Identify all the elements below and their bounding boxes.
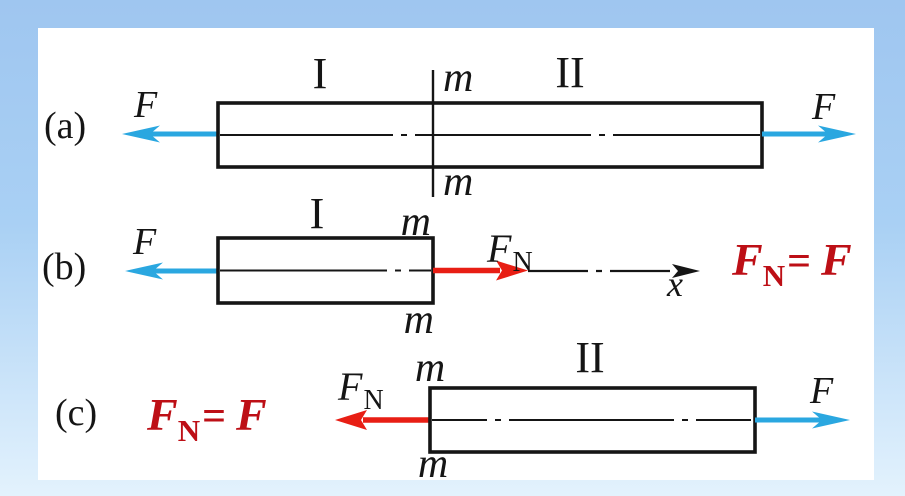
- eq-rhs: F: [235, 389, 267, 440]
- normal-force-label-b: FN: [486, 226, 533, 278]
- segment-II-label-c: II: [575, 333, 604, 382]
- row-b: (b) F I m m FN x FN=F: [42, 189, 852, 343]
- applied-force-arrow-right-c: [755, 411, 850, 429]
- row-a: (a) F I II m m F: [44, 48, 856, 205]
- axis-arrow-head: [672, 264, 700, 278]
- arrow-head: [496, 260, 528, 281]
- x-axis-b: [528, 264, 700, 278]
- equation-b: FN=F: [731, 234, 852, 293]
- fn-sub: N: [363, 385, 383, 416]
- row-b-label: (b): [42, 246, 86, 288]
- segment-I-label-a: I: [313, 49, 328, 98]
- fn-base: F: [486, 226, 512, 271]
- arrow-head: [335, 410, 367, 430]
- section-mark-top-a: m: [443, 55, 473, 101]
- arrow-head: [812, 411, 850, 429]
- section-mark-bottom-c: m: [418, 441, 448, 487]
- x-axis-label: x: [666, 264, 683, 304]
- eq-lhs-sub: N: [178, 413, 200, 448]
- force-label-left-a: F: [133, 84, 158, 126]
- eq-lhs: F: [146, 389, 178, 440]
- eq-lhs-sub: N: [763, 258, 785, 293]
- equation-c: FN=F: [146, 389, 267, 448]
- eq-rel: =: [787, 239, 811, 285]
- section-mark-bottom-b: m: [404, 297, 434, 343]
- applied-force-arrow-right-a: [762, 125, 856, 143]
- row-a-label: (a): [44, 105, 86, 147]
- segment-I-label-b: I: [310, 189, 325, 238]
- fn-base: F: [337, 364, 363, 409]
- force-label-right-c: F: [809, 370, 834, 412]
- normal-force-arrow-b: [433, 260, 528, 281]
- section-mark-top-b: m: [401, 199, 431, 245]
- row-c: (c) FN=F FN II m m F: [55, 333, 850, 487]
- force-label-left-b: F: [132, 221, 157, 263]
- applied-force-arrow-left-b: [125, 262, 218, 280]
- arrow-head: [125, 262, 163, 280]
- row-c-label: (c): [55, 392, 97, 434]
- arrow-head: [818, 125, 856, 143]
- segment-II-label-a: II: [555, 48, 584, 97]
- arrow-head: [122, 125, 160, 143]
- eq-rel: =: [202, 394, 226, 440]
- section-mark-bottom-a: m: [443, 159, 473, 205]
- section-mark-top-c: m: [415, 345, 445, 391]
- normal-force-label-c: FN: [337, 364, 384, 416]
- force-label-right-a: F: [811, 86, 836, 128]
- applied-force-arrow-left-a: [122, 125, 218, 143]
- eq-rhs: F: [820, 234, 852, 285]
- fn-sub: N: [512, 247, 532, 278]
- normal-force-arrow-c: [335, 410, 430, 430]
- eq-lhs: F: [731, 234, 763, 285]
